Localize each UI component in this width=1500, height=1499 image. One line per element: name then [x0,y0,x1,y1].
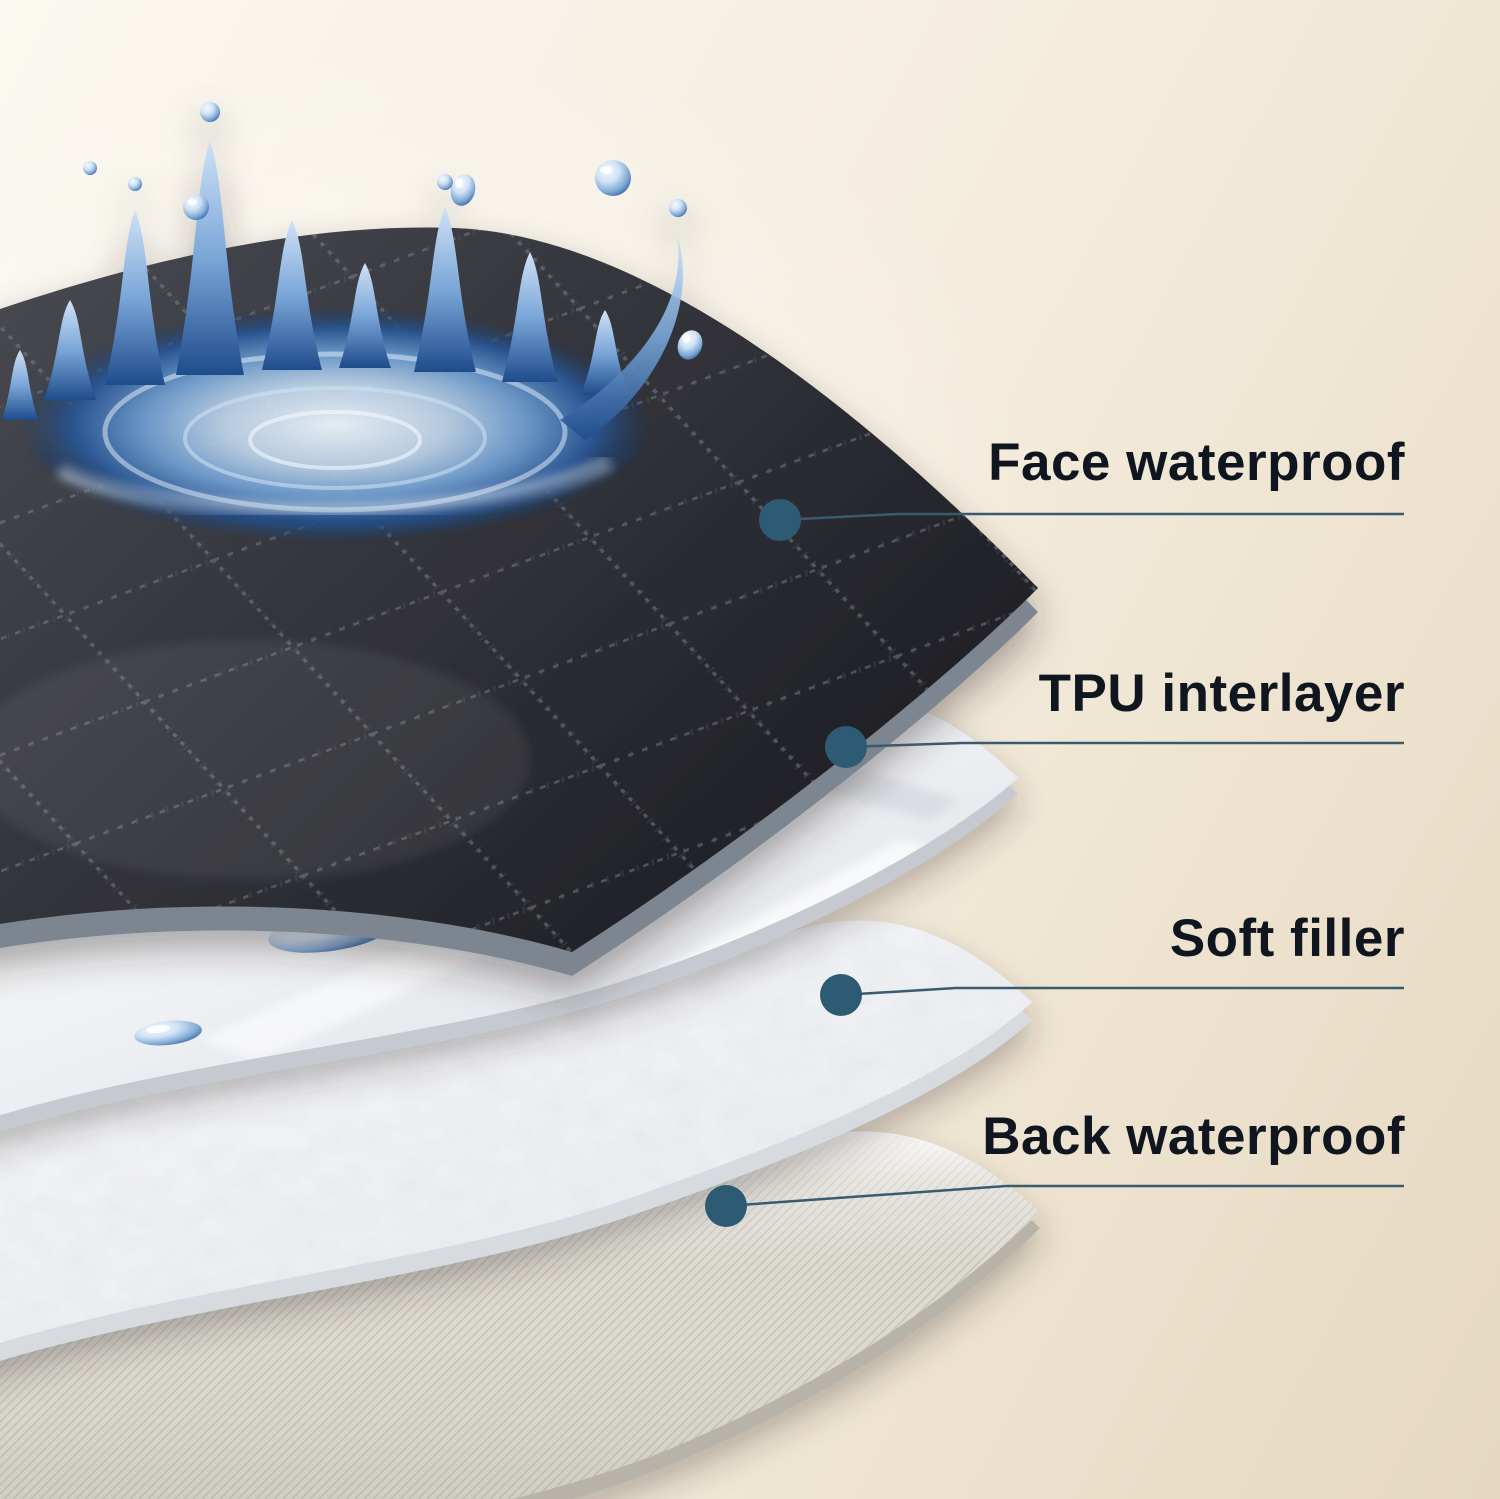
callout-label-tpu-interlayer: TPU interlayer [1038,664,1405,723]
splash-tip-droplets [128,102,687,217]
flying-water-droplets [83,160,703,360]
callout-graphics [705,499,1404,1227]
callout-dot-face-waterproof [759,499,801,541]
leader-line-back-waterproof [725,1184,1404,1208]
callout-dot-tpu-interlayer [825,726,867,768]
leader-line-soft-filler [840,986,1404,997]
callout-dot-soft-filler [820,974,862,1016]
back-waterproof-layer [0,1131,1040,1499]
leader-line-tpu-interlayer [845,741,1404,749]
callout-dot-back-waterproof [705,1185,747,1227]
water-splash-illustration [2,102,687,543]
face-waterproof-layer [0,102,1038,976]
callout-label-face-waterproof: Face waterproof [988,433,1405,492]
callout-label-back-waterproof: Back waterproof [982,1107,1405,1166]
callout-label-soft-filler: Soft filler [1169,909,1405,968]
splash-crown [2,140,683,440]
leader-line-face-waterproof [779,512,1404,522]
